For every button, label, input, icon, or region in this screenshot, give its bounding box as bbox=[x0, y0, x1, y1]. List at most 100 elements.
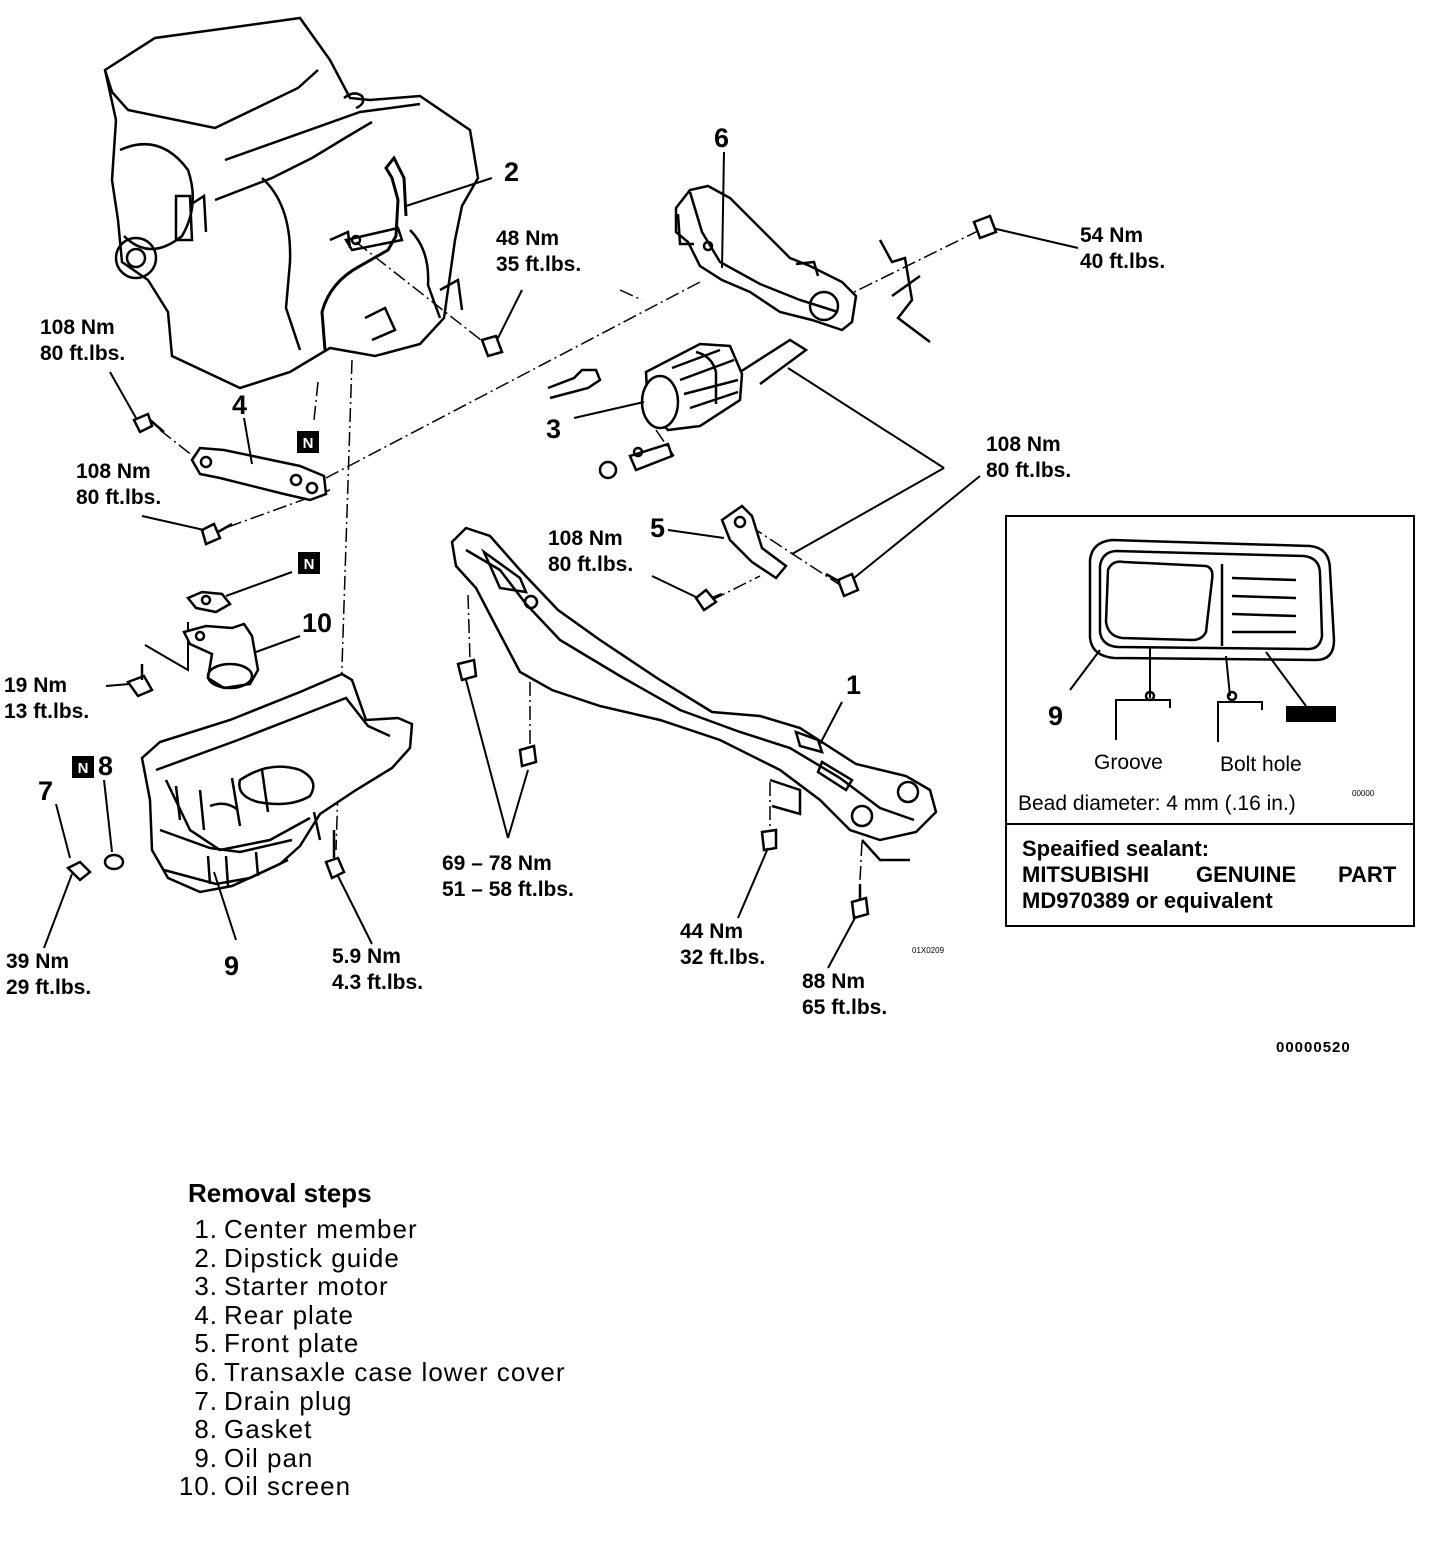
dipstick-guide-drawing bbox=[320, 155, 493, 351]
step-item: 1.Center member bbox=[194, 1214, 418, 1244]
removal-steps-title: Removal steps bbox=[188, 1178, 372, 1208]
svg-text:108 Nm: 108 Nm bbox=[76, 460, 151, 483]
engine-block-drawing bbox=[103, 16, 480, 390]
n-marker-2: N bbox=[298, 552, 320, 574]
torque-19: 19 Nm 13 ft.lbs. bbox=[4, 674, 89, 723]
svg-text:N: N bbox=[78, 760, 89, 777]
n-marker-1: N bbox=[297, 431, 319, 453]
svg-text:69 – 78 Nm: 69 – 78 Nm bbox=[442, 852, 552, 875]
callout-5: 5 bbox=[650, 513, 665, 543]
svg-text:13 ft.lbs.: 13 ft.lbs. bbox=[4, 700, 89, 723]
callout-8: 8 bbox=[98, 751, 113, 781]
drain-plug-and-gasket bbox=[65, 830, 346, 882]
torque-108-front-plate-left: 108 Nm 80 ft.lbs. bbox=[548, 527, 633, 576]
torque-39: 39 Nm 29 ft.lbs. bbox=[6, 950, 91, 999]
svg-text:80 ft.lbs.: 80 ft.lbs. bbox=[40, 342, 125, 365]
image-number: 00000520 bbox=[1276, 1039, 1351, 1056]
leader-1 bbox=[819, 701, 843, 745]
svg-text:51 – 58 ft.lbs.: 51 – 58 ft.lbs. bbox=[442, 878, 574, 901]
svg-text:108 Nm: 108 Nm bbox=[548, 527, 623, 550]
leader-5 bbox=[667, 529, 725, 539]
center-member-drawing bbox=[450, 526, 938, 862]
svg-text:88 Nm: 88 Nm bbox=[802, 970, 865, 993]
svg-text:80 ft.lbs.: 80 ft.lbs. bbox=[76, 486, 161, 509]
sealant-spec-word-2: GENUINE bbox=[1196, 862, 1296, 887]
callout-2: 2 bbox=[504, 157, 519, 187]
torque-5-9: 5.9 Nm 4.3 ft.lbs. bbox=[332, 945, 423, 994]
step-item: 5.Front plate bbox=[194, 1328, 360, 1359]
removal-steps-list: 1.Center member 2.Dipstick guide 3.Start… bbox=[172, 1215, 692, 1501]
svg-text:32 ft.lbs.: 32 ft.lbs. bbox=[680, 946, 765, 969]
step-item: 2.Dipstick guide bbox=[194, 1242, 400, 1273]
svg-text:80 ft.lbs.: 80 ft.lbs. bbox=[986, 459, 1071, 482]
callout-4: 4 bbox=[232, 390, 247, 420]
leader-10 bbox=[255, 635, 301, 653]
svg-text:40 ft.lbs.: 40 ft.lbs. bbox=[1080, 250, 1165, 273]
svg-text:108 Nm: 108 Nm bbox=[986, 433, 1061, 456]
torque-69-78: 69 – 78 Nm 51 – 58 ft.lbs. bbox=[442, 852, 574, 901]
svg-text:5.9 Nm: 5.9 Nm bbox=[332, 945, 401, 968]
front-plate-drawing bbox=[694, 504, 860, 612]
rear-plate-bolts bbox=[132, 412, 233, 546]
svg-text:N: N bbox=[304, 556, 315, 573]
torque-leaders bbox=[43, 214, 1079, 969]
svg-text:48 Nm: 48 Nm bbox=[496, 227, 559, 250]
svg-text:80 ft.lbs.: 80 ft.lbs. bbox=[548, 553, 633, 576]
figure-code: 01X0209 bbox=[912, 946, 945, 955]
callout-10: 10 bbox=[302, 608, 332, 638]
torque-108-rear-lower: 108 Nm 80 ft.lbs. bbox=[76, 460, 161, 509]
oil-pan-drawing bbox=[140, 672, 414, 894]
bead-diameter-label: Bead diameter: 4 mm (.16 in.) bbox=[1018, 792, 1296, 815]
step-item: 4.Rear plate bbox=[194, 1299, 354, 1330]
transaxle-lower-cover-drawing bbox=[674, 184, 931, 343]
torque-108-rear-upper: 108 Nm 80 ft.lbs. bbox=[40, 316, 125, 365]
torque-44: 44 Nm 32 ft.lbs. bbox=[680, 920, 765, 969]
svg-text:44 Nm: 44 Nm bbox=[680, 920, 743, 943]
step-item: 6.Transaxle case lower cover bbox=[194, 1356, 566, 1387]
svg-text:108 Nm: 108 Nm bbox=[40, 316, 115, 339]
step-item: 7.Drain plug bbox=[194, 1385, 353, 1416]
step-item: 3.Starter motor bbox=[194, 1271, 389, 1302]
sealant-part-number: MD970389 or equivalent bbox=[1022, 888, 1273, 913]
leader-3 bbox=[573, 401, 645, 419]
leader-9 bbox=[213, 871, 237, 941]
svg-text:29 ft.lbs.: 29 ft.lbs. bbox=[6, 976, 91, 999]
center-member-bolts bbox=[456, 658, 870, 920]
step-item: 9.Oil pan bbox=[194, 1442, 314, 1473]
torque-54: 54 Nm 40 ft.lbs. bbox=[1080, 224, 1165, 273]
box-code: 00000 bbox=[1352, 789, 1375, 798]
torque-108-front-plate-right: 108 Nm 80 ft.lbs. bbox=[986, 433, 1071, 482]
torque-48: 48 Nm 35 ft.lbs. bbox=[496, 227, 581, 276]
callout-1: 1 bbox=[846, 670, 861, 700]
starter-motor-drawing bbox=[547, 338, 809, 480]
callout-6: 6 bbox=[714, 123, 729, 153]
svg-text:19 Nm: 19 Nm bbox=[4, 674, 67, 697]
callout-7: 7 bbox=[38, 776, 53, 806]
svg-text:65 ft.lbs.: 65 ft.lbs. bbox=[802, 996, 887, 1019]
sealant-detail-box: 9 Groove Bolt hole Bead diameter: 4 mm (… bbox=[1005, 515, 1415, 927]
leader-6 bbox=[721, 151, 725, 269]
svg-text:35 ft.lbs.: 35 ft.lbs. bbox=[496, 253, 581, 276]
leader-7 bbox=[55, 803, 71, 859]
callout-3: 3 bbox=[546, 414, 561, 444]
svg-text:4.3 ft.lbs.: 4.3 ft.lbs. bbox=[332, 971, 423, 994]
torque-88: 88 Nm 65 ft.lbs. bbox=[802, 970, 887, 1019]
sealant-spec-heading: Speaified sealant: bbox=[1022, 836, 1209, 861]
n-marker-3: N bbox=[72, 756, 94, 778]
leader-4 bbox=[243, 417, 253, 465]
leader-8 bbox=[103, 779, 113, 853]
svg-text:39 Nm: 39 Nm bbox=[6, 950, 69, 973]
svg-text:N: N bbox=[303, 435, 314, 452]
svg-text:54 Nm: 54 Nm bbox=[1080, 224, 1143, 247]
step-item: 8.Gasket bbox=[194, 1414, 313, 1445]
sealant-spec-word-3: PART bbox=[1338, 862, 1397, 887]
oil-screen-drawing bbox=[126, 590, 260, 698]
removal-steps: Removal steps 1.Center member 2.Dipstick… bbox=[172, 1178, 692, 1501]
rear-plate-drawing bbox=[190, 446, 328, 502]
callout-9: 9 bbox=[224, 951, 239, 981]
groove-label: Groove bbox=[1094, 751, 1163, 774]
step-item: 10.Oil screen bbox=[178, 1471, 352, 1502]
callout-9-box: 9 bbox=[1048, 701, 1063, 731]
bolt-hole-label: Bolt hole bbox=[1220, 753, 1302, 776]
